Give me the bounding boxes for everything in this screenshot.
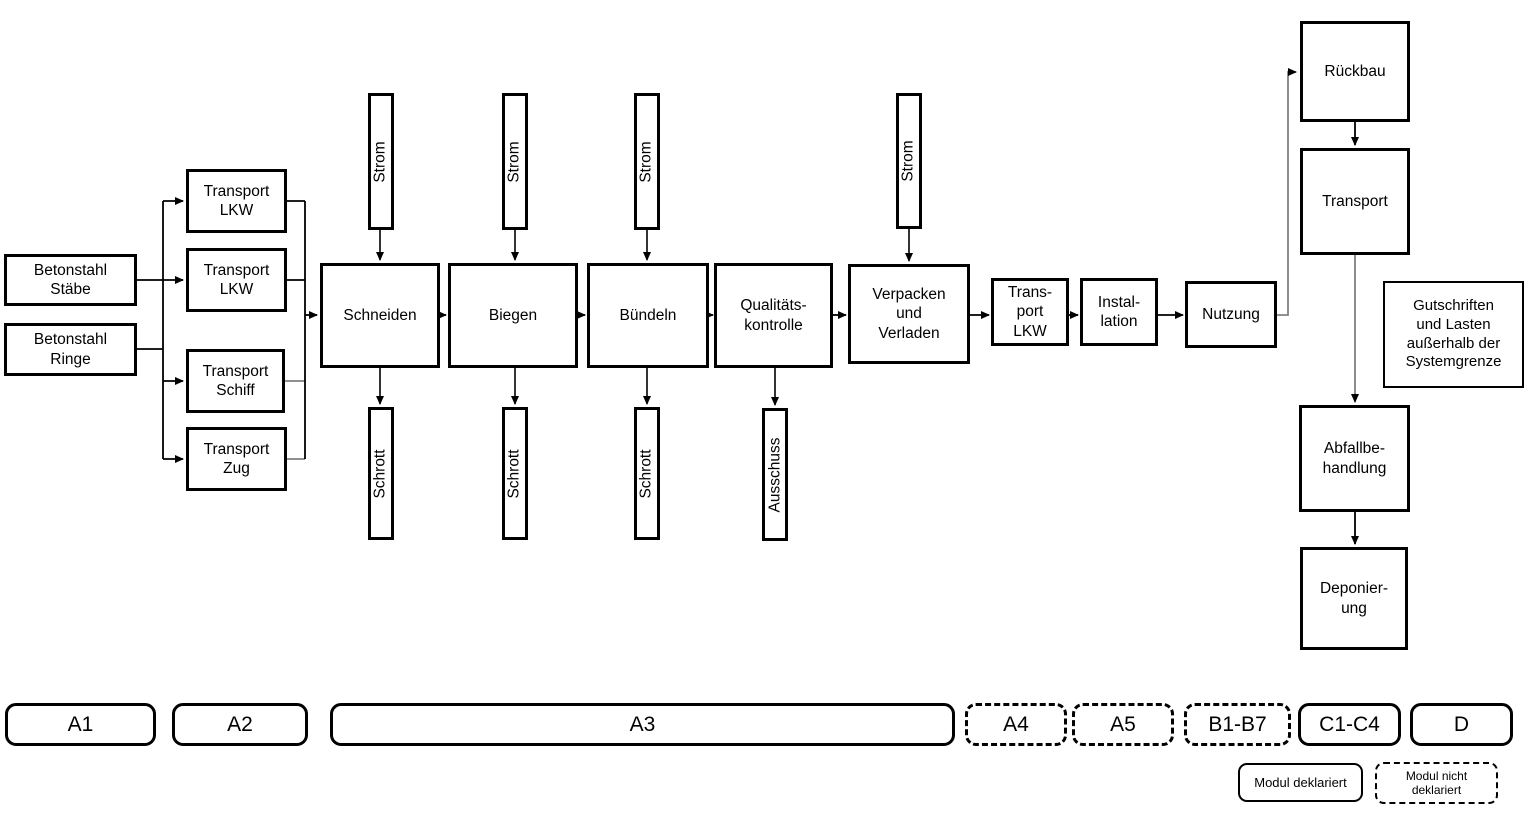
ausschuss-label: Ausschuss <box>766 437 784 512</box>
box-abfallbehandlung: Abfallbe- handlung <box>1299 405 1410 512</box>
legend-modul-nicht-deklariert: Modul nicht deklariert <box>1375 762 1498 804</box>
module-c1-c4: C1-C4 <box>1298 703 1401 746</box>
box-nutzung: Nutzung <box>1185 281 1277 348</box>
box-strom-input-2: Strom <box>502 93 528 230</box>
box-deponierung: Deponier- ung <box>1300 547 1408 650</box>
schrott-label-1: Schrott <box>372 448 390 499</box>
box-qualitaetskontrolle: Qualitäts- kontrolle <box>714 263 833 368</box>
box-buendeln: Bündeln <box>587 263 709 368</box>
module-a1: A1 <box>5 703 156 746</box>
box-ausschuss-output: Ausschuss <box>762 408 788 541</box>
schrott-label-2: Schrott <box>506 448 524 499</box>
box-transport-lkw-2: Transport LKW <box>186 248 287 312</box>
connector-schrott-arrows <box>376 368 779 406</box>
box-strom-input-1: Strom <box>368 93 394 230</box>
box-strom-input-4: Strom <box>896 93 922 229</box>
box-transport-lkw-1: Transport LKW <box>186 169 287 233</box>
box-rueckbau: Rückbau <box>1300 21 1410 122</box>
strom-label-1: Strom <box>372 140 389 183</box>
box-betonstahl-staebe: Betonstahl Stäbe <box>4 254 137 306</box>
box-strom-input-3: Strom <box>634 93 660 230</box>
box-schneiden: Schneiden <box>320 263 440 368</box>
schrott-label-3: Schrott <box>638 448 656 499</box>
box-verpacken-verladen: Verpacken und Verladen <box>848 264 970 364</box>
module-a3: A3 <box>330 703 955 746</box>
box-transport-zug: Transport Zug <box>186 427 287 491</box>
box-installation: Instal- lation <box>1080 278 1158 346</box>
strom-label-3: Strom <box>638 140 655 183</box>
box-transport-eol: Transport <box>1300 148 1410 255</box>
box-transport-lkw-a4: Trans- port LKW <box>991 278 1069 346</box>
legend-modul-deklariert: Modul deklariert <box>1238 763 1363 802</box>
box-schrott-output-3: Schrott <box>634 407 660 540</box>
module-a4: A4 <box>965 703 1067 746</box>
connector-transport-collector <box>285 200 318 460</box>
module-b1-b7: B1-B7 <box>1184 703 1291 746</box>
box-betonstahl-ringe: Betonstahl Ringe <box>4 323 137 376</box>
module-a2: A2 <box>172 703 308 746</box>
box-biegen: Biegen <box>448 263 578 368</box>
strom-label-4: Strom <box>900 140 917 182</box>
connector-strom-arrows <box>376 229 913 262</box>
connector-eol-chain <box>1277 68 1359 545</box>
strom-label-2: Strom <box>506 140 523 183</box>
module-d: D <box>1410 703 1513 746</box>
module-a5: A5 <box>1072 703 1174 746</box>
box-schrott-output-1: Schrott <box>368 407 394 540</box>
connector-sources-trunk <box>137 197 184 463</box>
box-schrott-output-2: Schrott <box>502 407 528 540</box>
box-transport-schiff: Transport Schiff <box>186 349 285 413</box>
box-gutschriften-lasten: Gutschriften und Lasten außerhalb der Sy… <box>1383 281 1524 388</box>
